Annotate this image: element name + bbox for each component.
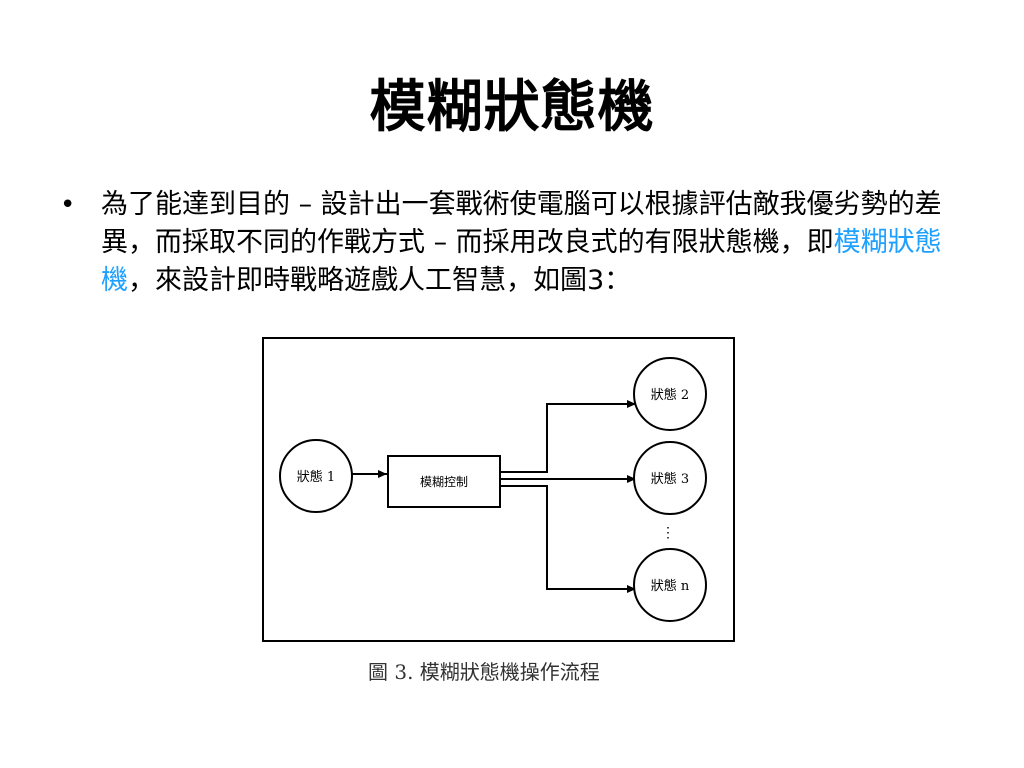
fuzzy-state-machine-link[interactable]: 模糊狀態機 bbox=[101, 227, 942, 296]
fuzzy-state-machine-diagram: 狀態 1 模糊控制 狀態 2 狀態 3 ⋮ 狀態 n bbox=[262, 337, 735, 642]
output-state-2-label: 狀態 2 bbox=[651, 387, 689, 403]
slide-title: 模糊狀態機 bbox=[369, 75, 655, 140]
diagram-caption: 圖 3. 模糊狀態機操作流程 bbox=[368, 660, 600, 684]
ellipsis-marker: ⋮ bbox=[661, 525, 675, 541]
bullet-text-before: 為了能達到目的 – 設計出一套戰術使電腦可以根據評估敵我優劣勢的差異，而採取不同… bbox=[101, 189, 942, 258]
output-state-n-node: 狀態 n bbox=[633, 548, 707, 622]
bullet-text-after: ，來設計即時戰略遊戲人工智慧，如圖3： bbox=[128, 265, 632, 296]
output-state-2-node: 狀態 2 bbox=[633, 357, 707, 431]
input-state-node: 狀態 1 bbox=[279, 439, 353, 513]
output-state-3-node: 狀態 3 bbox=[633, 441, 707, 515]
fuzzy-control-label: 模糊控制 bbox=[420, 474, 468, 489]
arrow-to-state-2 bbox=[500, 400, 636, 473]
arrow-to-state-n bbox=[500, 485, 636, 593]
output-state-n-label: 狀態 n bbox=[651, 578, 690, 594]
bullet-marker: • bbox=[60, 190, 76, 220]
bullet-paragraph: 為了能達到目的 – 設計出一套戰術使電腦可以根據評估敵我優劣勢的差異，而採取不同… bbox=[101, 186, 961, 300]
input-state-label: 狀態 1 bbox=[297, 469, 335, 485]
output-connectors bbox=[500, 400, 636, 593]
output-state-3-label: 狀態 3 bbox=[651, 471, 689, 487]
fuzzy-control-box: 模糊控制 bbox=[387, 455, 501, 508]
